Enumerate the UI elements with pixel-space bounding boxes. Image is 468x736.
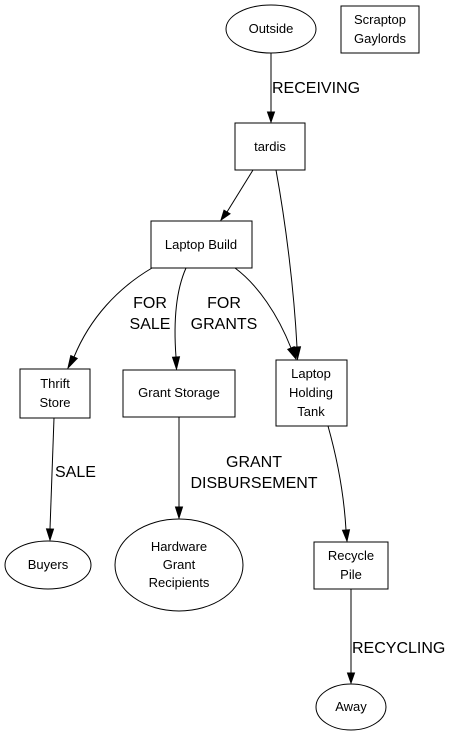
edge-label-for-sale: FOR SALE bbox=[130, 295, 171, 333]
edge-label-for-grants-line-1: FOR bbox=[207, 295, 241, 312]
edge-label-grant-disbursement: GRANT DISBURSEMENT bbox=[190, 454, 317, 492]
edge-holding-tank-to-recycle bbox=[327, 425, 351, 543]
node-recycle-pile-label-line-2: Pile bbox=[340, 567, 362, 582]
edge-label-grant-disbursement-line-2: DISBURSEMENT bbox=[190, 475, 317, 492]
node-grant-storage-label-line-1: Grant Storage bbox=[138, 385, 220, 400]
node-laptop-holding-tank-label-line-2: Holding bbox=[289, 385, 333, 400]
node-hardware-grant-recipients-label-line-2: Grant bbox=[163, 557, 196, 572]
node-laptop-build: Laptop Build bbox=[150, 220, 253, 269]
node-away: Away bbox=[315, 683, 387, 731]
node-scraptop-gaylords-label-line-2: Gaylords bbox=[354, 31, 407, 46]
node-thrift-store-label-line-1: Thrift bbox=[40, 376, 70, 391]
edge-build-to-thrift: FOR SALE bbox=[67, 267, 171, 370]
node-buyers-label-line-1: Buyers bbox=[28, 557, 69, 572]
node-tardis: tardis bbox=[234, 122, 306, 171]
edge-recycle-to-away: RECYCLING bbox=[346, 589, 445, 685]
node-outside: Outside bbox=[225, 4, 317, 54]
edge-outside-to-tardis: RECEIVING bbox=[266, 53, 360, 124]
node-laptop-build-label-line-1: Laptop Build bbox=[165, 237, 237, 252]
node-outside-label: Outside bbox=[249, 21, 294, 36]
edge-build-to-holding-tank bbox=[234, 267, 297, 361]
edge-tardis-to-holding-tank bbox=[275, 169, 302, 361]
edge-label-for-sale-line-2: SALE bbox=[130, 316, 171, 333]
edge-label-for-grants-line-2: GRANTS bbox=[191, 316, 258, 333]
node-laptop-holding-tank-label-line-3: Tank bbox=[297, 404, 325, 419]
node-laptop-holding-tank-label-line-1: Laptop bbox=[291, 366, 331, 381]
node-thrift-store-label-line-2: Store bbox=[39, 395, 70, 410]
edge-label-sale: SALE bbox=[55, 464, 96, 481]
node-tardis-label-line-1: tardis bbox=[254, 139, 286, 154]
edge-label-for-sale-line-1: FOR bbox=[133, 295, 167, 312]
node-grant-storage-label: Grant Storage bbox=[138, 385, 220, 400]
node-recycle-pile-label-line-1: Recycle bbox=[328, 548, 374, 563]
node-away-label-line-1: Away bbox=[335, 699, 367, 714]
node-tardis-label: tardis bbox=[254, 139, 286, 154]
node-outside-label-line-1: Outside bbox=[249, 21, 294, 36]
edge-label-receiving-line-1: RECEIVING bbox=[272, 80, 360, 97]
edge-grant-storage-to-recipients: GRANT DISBURSEMENT bbox=[174, 417, 318, 520]
edge-label-for-grants: FOR GRANTS bbox=[191, 295, 258, 333]
node-buyers: Buyers bbox=[4, 540, 92, 590]
node-away-label: Away bbox=[335, 699, 367, 714]
edge-label-recycling-line-1: RECYCLING bbox=[352, 640, 445, 657]
node-scraptop-gaylords-label-line-1: Scraptop bbox=[354, 12, 406, 27]
edge-label-sale-line-1: SALE bbox=[55, 464, 96, 481]
node-buyers-label: Buyers bbox=[28, 557, 69, 572]
node-hardware-grant-recipients-label-line-1: Hardware bbox=[151, 539, 207, 554]
edge-label-receiving: RECEIVING bbox=[272, 80, 360, 97]
node-hardware-grant-recipients-label-line-3: Recipients bbox=[149, 575, 210, 590]
edge-tardis-to-laptop-build bbox=[220, 169, 254, 222]
edge-label-recycling: RECYCLING bbox=[352, 640, 445, 657]
node-laptop-build-label: Laptop Build bbox=[165, 237, 237, 252]
edge-label-grant-disbursement-line-1: GRANT bbox=[226, 454, 282, 471]
node-grant-storage: Grant Storage bbox=[122, 369, 236, 418]
edge-build-to-grant-storage: FOR GRANTS bbox=[171, 267, 258, 371]
edge-thrift-to-buyers: SALE bbox=[45, 417, 96, 542]
